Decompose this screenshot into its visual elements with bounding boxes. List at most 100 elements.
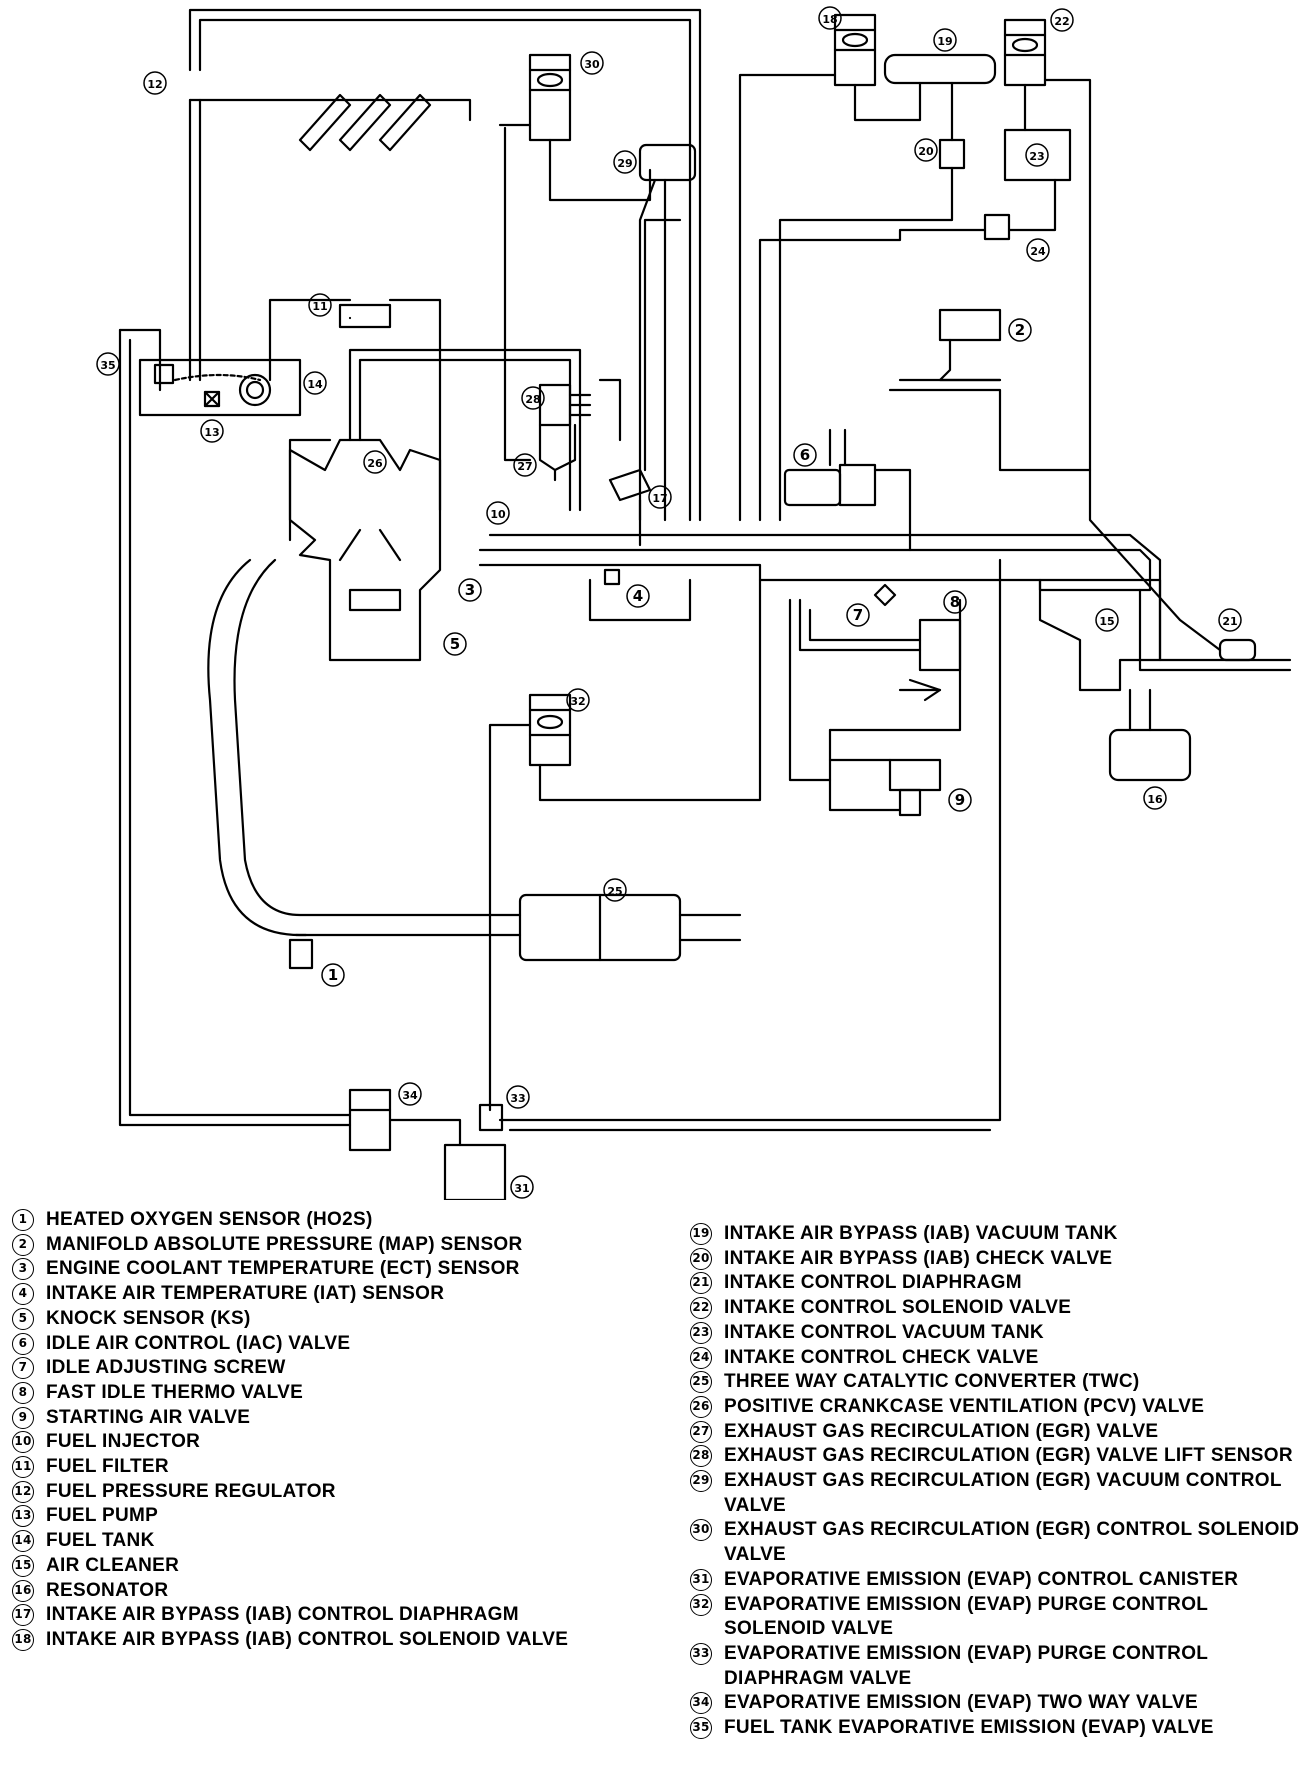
callout-13: 13: [200, 419, 224, 443]
callout-16: 16: [1143, 786, 1167, 810]
callout-11: 11: [308, 293, 332, 317]
callout-2: 2: [1008, 318, 1032, 342]
svg-text:1: 1: [328, 966, 338, 984]
map-sensor: [938, 308, 1002, 342]
svg-text:21: 21: [1222, 615, 1237, 628]
heated-oxygen-sensor: [288, 938, 314, 970]
intake-control-check-valve: [983, 213, 1011, 241]
svg-text:24: 24: [1030, 245, 1046, 258]
evap-canister: [443, 1143, 507, 1200]
legend-text: INTAKE AIR TEMPERATURE (IAT) SENSOR: [46, 1283, 445, 1305]
callout-18: 18: [818, 6, 842, 30]
callout-17: 17: [648, 485, 672, 509]
fuel-tank: [138, 358, 302, 417]
fuel-filter: [338, 303, 392, 329]
legend-text: EXHAUST GAS RECIRCULATION (EGR) VACUUM C…: [724, 1470, 1282, 1516]
legend-number: 35: [690, 1717, 712, 1740]
intake-control-diaphragm: [1218, 638, 1257, 662]
callout-31: 31: [510, 1175, 534, 1199]
legend-number: 18: [12, 1628, 34, 1651]
legend-number: 2: [12, 1233, 34, 1256]
legend-item: 2 MANIFOLD ABSOLUTE PRESSURE (MAP) SENSOR: [12, 1233, 652, 1258]
legend-text: THREE WAY CATALYTIC CONVERTER (TWC): [724, 1371, 1140, 1393]
evap-vent-hose: [118, 328, 162, 392]
legend-number: 8: [12, 1381, 34, 1404]
iat-sensor: [603, 568, 621, 586]
legend-text: EVAPORATIVE EMISSION (EVAP) TWO WAY VALV…: [724, 1692, 1198, 1714]
svg-text:31: 31: [514, 1182, 529, 1195]
legend-number: 21: [690, 1272, 712, 1295]
legend-text: FUEL FILTER: [46, 1456, 169, 1478]
legend-number: 5: [12, 1307, 34, 1330]
exhaust-pipe: [207, 558, 522, 937]
evap-two-way-valve: [348, 1088, 392, 1152]
iab-check-valve: [938, 138, 966, 170]
legend-text: INTAKE CONTROL SOLENOID VALVE: [724, 1297, 1072, 1319]
svg-text:12: 12: [147, 78, 162, 91]
legend-number: 27: [690, 1420, 712, 1443]
intake-control-solenoid: [1003, 18, 1047, 87]
legend-text: FUEL PUMP: [46, 1505, 159, 1527]
legend-item: 15 AIR CLEANER: [12, 1554, 652, 1579]
svg-text:28: 28: [525, 393, 540, 406]
callout-4: 4: [626, 584, 650, 608]
legend-text: EVAPORATIVE EMISSION (EVAP) PURGE CONTRO…: [724, 1593, 1208, 1640]
legend-number: 14: [12, 1530, 34, 1553]
legend-number: 19: [690, 1223, 712, 1245]
callout-9: 9: [948, 788, 972, 812]
legend-number: 23: [690, 1321, 712, 1344]
svg-text:34: 34: [402, 1089, 418, 1102]
legend-number: 4: [12, 1283, 34, 1306]
callout-20: 20: [914, 138, 938, 162]
legend-number: 15: [12, 1554, 34, 1577]
svg-text:33: 33: [510, 1092, 525, 1105]
legend-text: FUEL INJECTOR: [46, 1431, 201, 1453]
legend-text: EXHAUST GAS RECIRCULATION (EGR) VALVE LI…: [724, 1445, 1293, 1467]
legend-item: 19 INTAKE AIR BYPASS (IAB) VACUUM TANK: [690, 1222, 1310, 1247]
egr-vacuum-control-valve: [638, 143, 697, 182]
legend-number: 30: [690, 1519, 712, 1542]
svg-text:4: 4: [633, 587, 643, 605]
fuel-rail: [188, 98, 472, 122]
callout-34: 34: [398, 1082, 422, 1106]
legend-text: MANIFOLD ABSOLUTE PRESSURE (MAP) SENSOR: [46, 1233, 523, 1255]
legend-text: AIR CLEANER: [46, 1554, 180, 1576]
legend-text: INTAKE CONTROL DIAPHRAGM: [724, 1272, 1022, 1294]
legend-number: 17: [12, 1604, 34, 1627]
callout-32: 32: [566, 688, 590, 712]
legend-text: INTAKE AIR BYPASS (IAB) CONTROL DIAPHRAG…: [46, 1604, 519, 1626]
legend-text: ENGINE COOLANT TEMPERATURE (ECT) SENSOR: [46, 1258, 520, 1280]
callout-30: 30: [580, 51, 604, 75]
svg-text:30: 30: [584, 58, 600, 71]
svg-text:19: 19: [937, 35, 952, 48]
svg-text:11: 11: [312, 300, 327, 313]
svg-text:25: 25: [607, 885, 622, 898]
legend-number: 9: [12, 1406, 34, 1429]
legend-number: 11: [12, 1456, 34, 1479]
legend-item: 21 INTAKE CONTROL DIAPHRAGM: [690, 1271, 1310, 1296]
legend-text: INTAKE AIR BYPASS (IAB) VACUUM TANK: [724, 1223, 1118, 1244]
svg-text:3: 3: [465, 581, 475, 599]
legend-number: 6: [12, 1332, 34, 1355]
egr-control-solenoid: [528, 53, 572, 142]
svg-text:32: 32: [570, 695, 585, 708]
legend-item: 4 INTAKE AIR TEMPERATURE (IAT) SENSOR: [12, 1282, 652, 1307]
intake-manifold: [478, 548, 1152, 592]
resonator: [1108, 728, 1192, 782]
legend-number: 1: [12, 1209, 34, 1231]
evap-purge-solenoid: [528, 693, 572, 767]
callout-1: 1: [321, 963, 345, 987]
svg-text:20: 20: [918, 145, 934, 158]
svg-text:10: 10: [490, 508, 506, 521]
legend-number: 34: [690, 1692, 712, 1715]
intake-control-vacuum-tank: [1003, 128, 1072, 182]
